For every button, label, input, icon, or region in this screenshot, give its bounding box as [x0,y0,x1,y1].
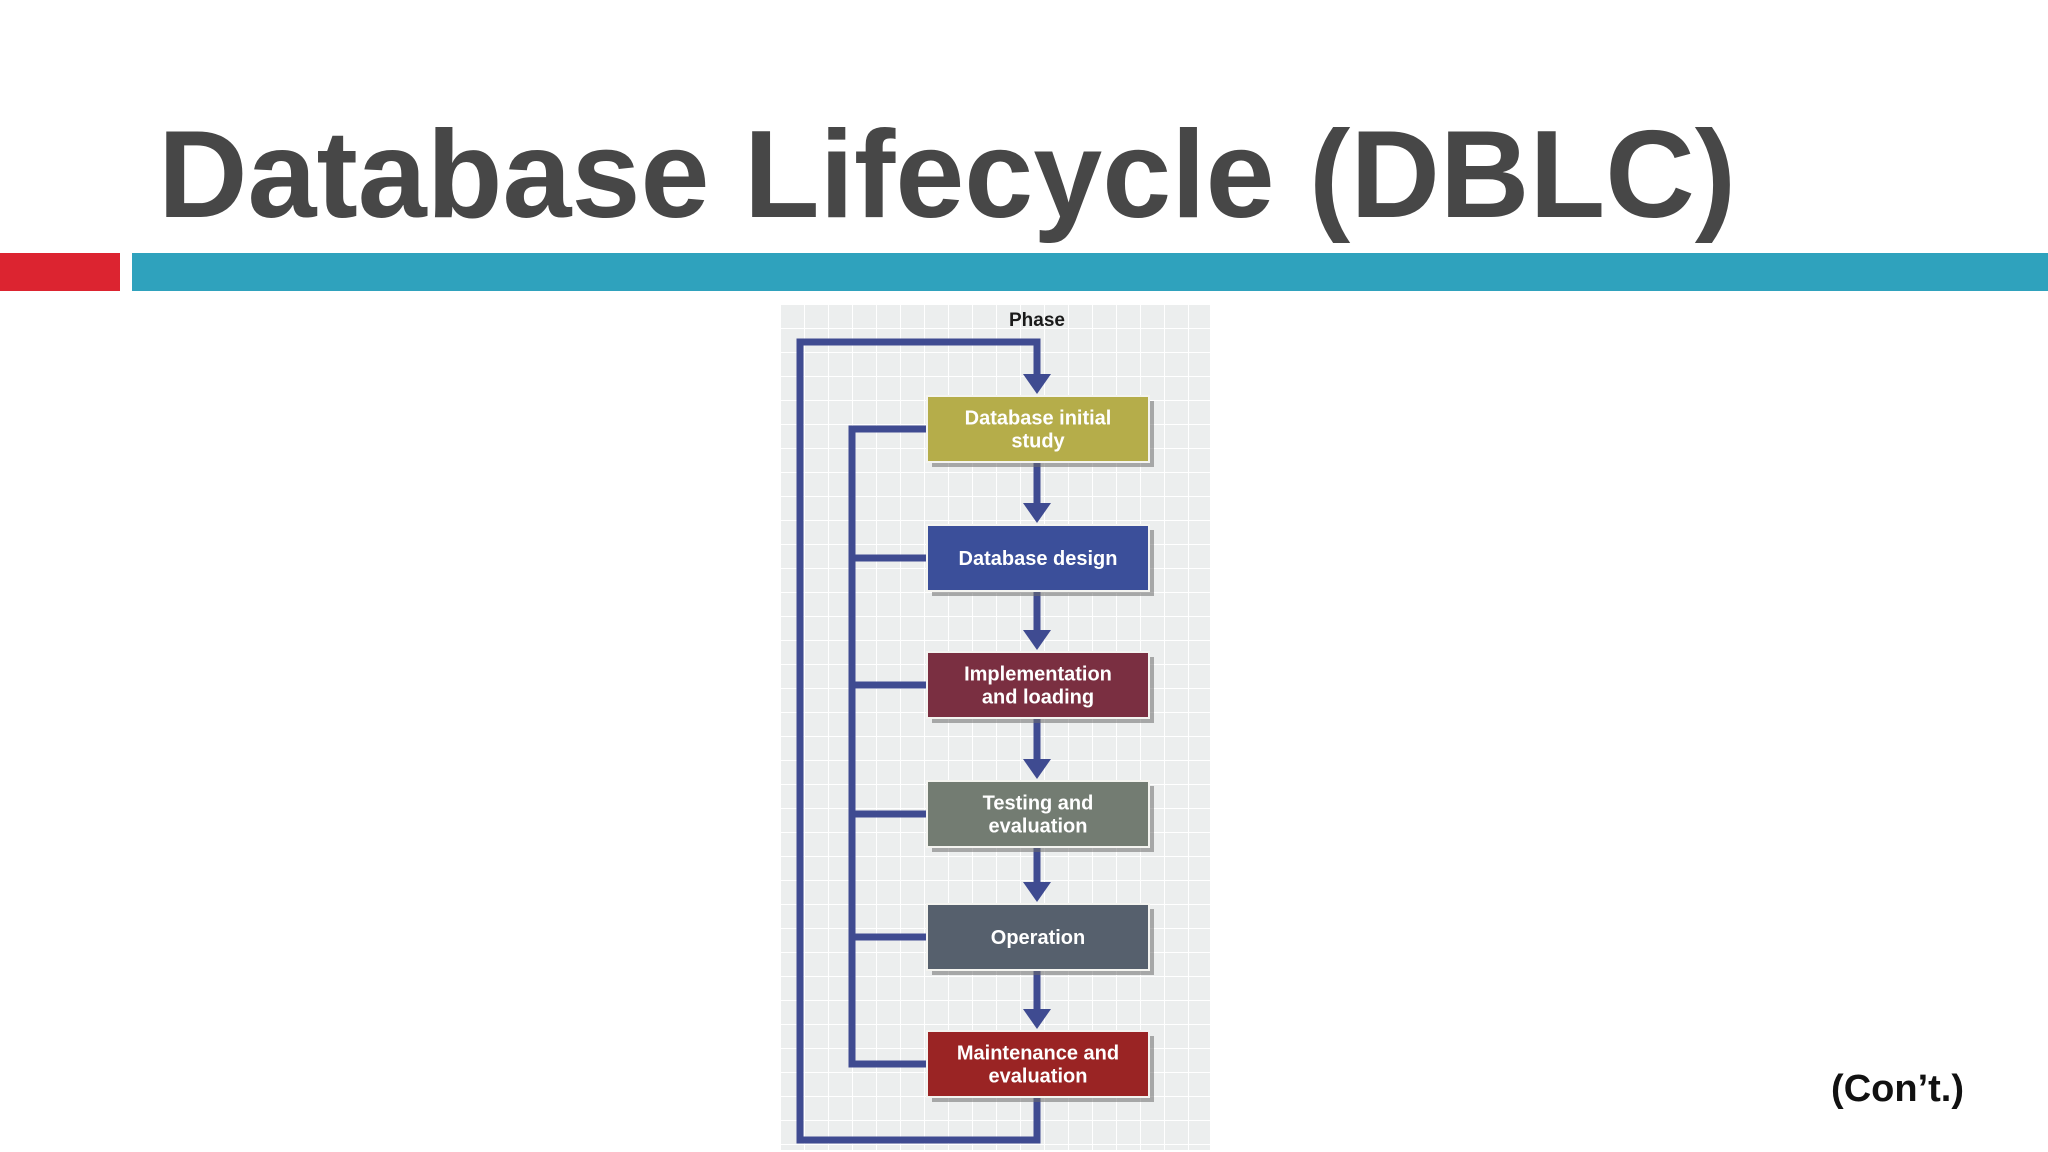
phase-arrow-head [1023,1009,1051,1029]
phase-box-label: Maintenance and [957,1043,1119,1065]
phase-box-fill [926,524,1150,592]
flow-connectors [796,338,1051,1144]
title-accent-blue-bar [132,253,2048,291]
phase-box-label: evaluation [989,816,1088,838]
phase-box-label: Testing and [983,793,1094,815]
phase-box-fill [926,903,1150,971]
phase-arrow-head [1023,882,1051,902]
phase-box-label: and loading [982,687,1094,709]
phase-arrow-head [1023,759,1051,779]
entry-arrow-head [1023,374,1051,394]
phase-box-fill [926,651,1150,719]
phase-box-label: Operation [991,927,1085,949]
phase-box-label: Database initial [965,408,1112,430]
phase-box-fill [926,1030,1150,1098]
phase-box-label: evaluation [989,1066,1088,1088]
slide-title: Database Lifecycle (DBLC) [158,106,1737,244]
phase-box-label: Database design [959,548,1118,570]
phase-box: Operation [926,903,1154,975]
phase-box-fill [926,780,1150,848]
phase-box-fill [926,395,1150,463]
phase-heading: Phase [1009,310,1065,331]
phase-box: Database design [926,524,1154,596]
phase-arrow-head [1023,630,1051,650]
title-accent-red-bar [0,253,120,291]
continued-note: (Con’t.) [1831,1068,1964,1110]
phase-box-label: Implementation [964,664,1112,686]
phase-box-label: study [1011,431,1065,453]
phase-arrow-head [1023,503,1051,523]
